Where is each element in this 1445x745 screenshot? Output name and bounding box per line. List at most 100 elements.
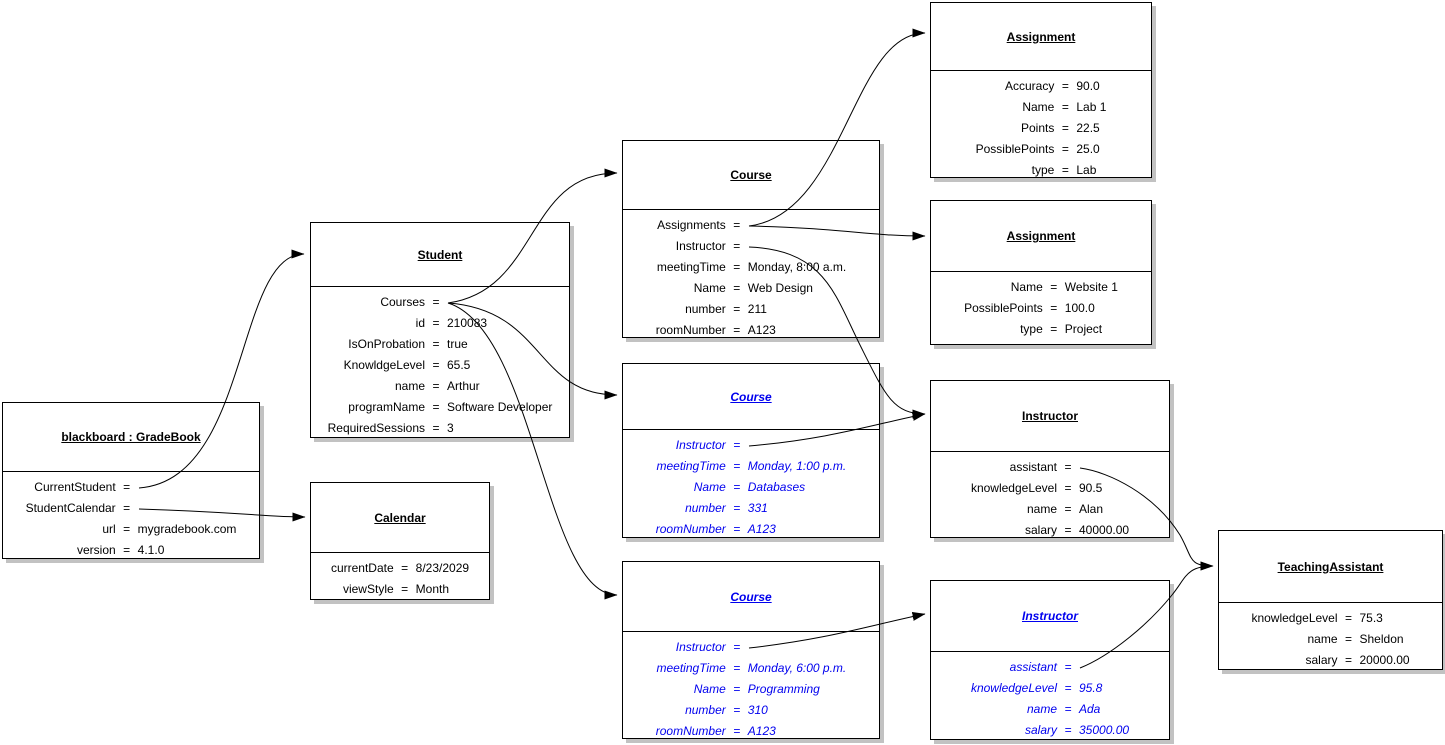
attribute-value: 210083 [447,316,488,330]
attribute-name: Instructor [675,640,726,654]
equals-sign: = [733,661,741,675]
attribute-name: RequiredSessions [327,421,425,435]
attribute-value [138,477,237,498]
equals-sign: = [733,302,741,316]
equals-sign: = [733,682,741,696]
attribute-name: viewStyle [342,582,394,596]
attribute-value: 331 [747,501,768,515]
equals-sign: = [1061,100,1069,114]
attribute-name: assistant [1009,460,1057,474]
equals-sign: = [733,522,741,536]
attribute-name: Name [1022,100,1055,114]
attributes-list: Assignments=Instructor=meetingTime=Monda… [623,210,879,341]
object-header: Course [623,562,879,632]
attribute-value [748,435,847,456]
attribute-value: Programming [747,682,820,696]
equals-sign: = [1064,460,1072,474]
attribute-value: 22.5 [1076,121,1100,135]
equals-sign: = [123,543,131,557]
attribute-value: Lab 1 [1076,100,1107,114]
equals-sign: = [123,522,131,536]
equals-sign: = [1061,142,1069,156]
attribute-name: programName [348,400,425,414]
equals-sign: = [1050,301,1058,315]
object-header: blackboard : GradeBook [3,403,259,472]
attribute-name: url [102,522,116,536]
attribute-value: Software Developer [447,400,553,414]
attribute-name: name [1026,502,1057,516]
equals-sign: = [401,582,409,596]
attribute-name: Name [693,682,726,696]
attribute-name: salary [1305,653,1338,667]
attribute-value: 100.0 [1064,301,1095,315]
attribute-name: name [1307,632,1338,646]
attribute-value: 75.3 [1359,611,1383,625]
attribute-name: roomNumber [655,724,726,738]
equals-sign: = [733,438,741,452]
attribute-name: number [685,703,726,717]
object-title: Instructor [1021,609,1078,623]
attribute-name: PossiblePoints [975,142,1055,156]
equals-sign: = [1344,611,1352,625]
object-title: Assignment [1006,229,1076,243]
attribute-value: 90.0 [1076,79,1100,93]
equals-sign: = [123,501,131,515]
equals-sign: = [733,281,741,295]
attribute-name: Instructor [675,438,726,452]
attribute-value: mygradebook.com [137,522,237,536]
equals-sign: = [733,239,741,253]
attribute-value [748,236,847,257]
attributes-list: CurrentStudent=StudentCalendar=url=mygra… [3,472,259,561]
attribute-value: 90.5 [1079,481,1103,495]
object-header: TeachingAssistant [1219,531,1442,603]
object-header: Calendar [311,483,489,553]
attribute-value: Monday, 8:00 a.m. [747,260,847,274]
attribute-value: 310 [747,703,768,717]
attributes-list: Instructor=meetingTime=Monday, 1:00 p.m.… [623,430,879,540]
attribute-value: 35000.00 [1079,723,1130,737]
attribute-value: Alan [1079,502,1104,516]
attribute-name: knowledgeLevel [970,681,1057,695]
attribute-name: Name [1010,280,1043,294]
attribute-value: Project [1064,322,1103,336]
attribute-name: meetingTime [656,459,726,473]
equals-sign: = [733,459,741,473]
attribute-name: Name [693,480,726,494]
attribute-name: roomNumber [655,323,726,337]
attribute-name: Courses [380,295,425,309]
equals-sign: = [733,501,741,515]
attribute-name: name [394,379,425,393]
attribute-value: 95.8 [1079,681,1103,695]
attribute-value: Sheldon [1359,632,1404,646]
attribute-value [447,292,552,313]
attribute-name: name [1026,702,1057,716]
equals-sign: = [1064,660,1072,674]
object-header: Course [623,141,879,210]
attribute-value: A123 [747,522,776,536]
attribute-value: 8/23/2029 [415,561,470,575]
attribute-value [748,637,847,658]
equals-sign: = [733,640,741,654]
equals-sign: = [1050,322,1058,336]
attribute-name: IsOnProbation [348,337,425,351]
attribute-name: version [76,543,116,557]
attribute-value: 3 [447,421,454,435]
object-header: Instructor [931,581,1169,652]
attribute-value: 4.1.0 [137,543,165,557]
